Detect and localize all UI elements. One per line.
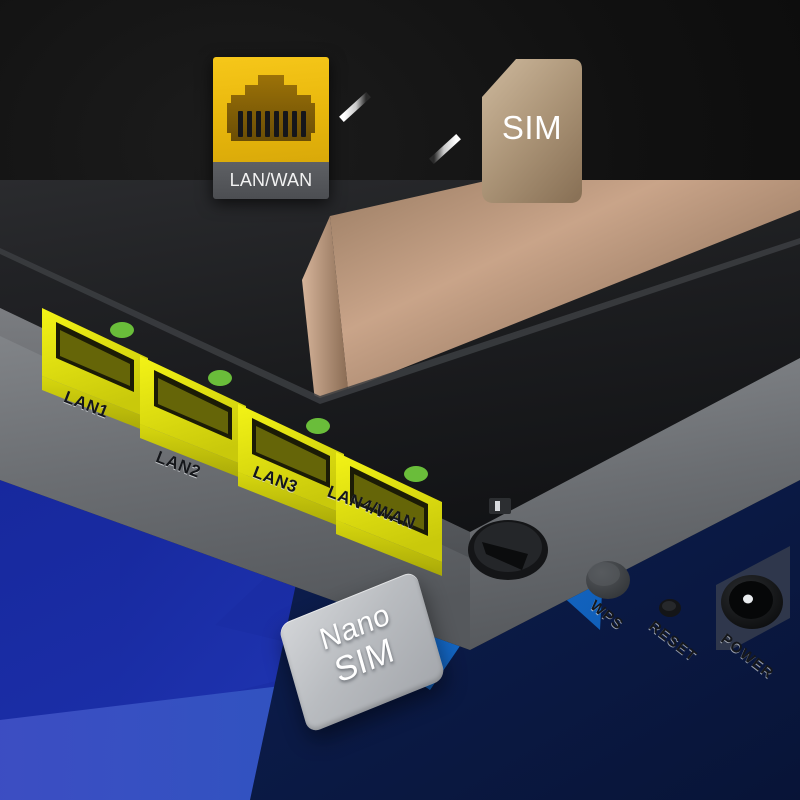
sim-icon-label: SIM	[501, 109, 563, 146]
reset-pinhole	[659, 599, 681, 617]
lan-port-3	[238, 404, 344, 528]
router-device	[0, 180, 800, 650]
sim-card-slot	[468, 498, 548, 580]
power-jack	[716, 546, 790, 650]
lan-wan-label: LAN/WAN	[229, 170, 313, 190]
wps-button	[586, 561, 630, 599]
lan-port-2	[140, 356, 246, 480]
sim-card-icon: SIM	[480, 57, 584, 205]
lan-wan-icon-tile: LAN/WAN	[213, 57, 329, 199]
lan-port-4-wan	[336, 452, 442, 576]
rj45-port-icon	[213, 57, 329, 162]
lan-port-1	[42, 308, 148, 432]
lan-wan-label-bar: LAN/WAN	[213, 162, 329, 199]
bidirectional-exchange-arrows-icon	[336, 92, 464, 164]
